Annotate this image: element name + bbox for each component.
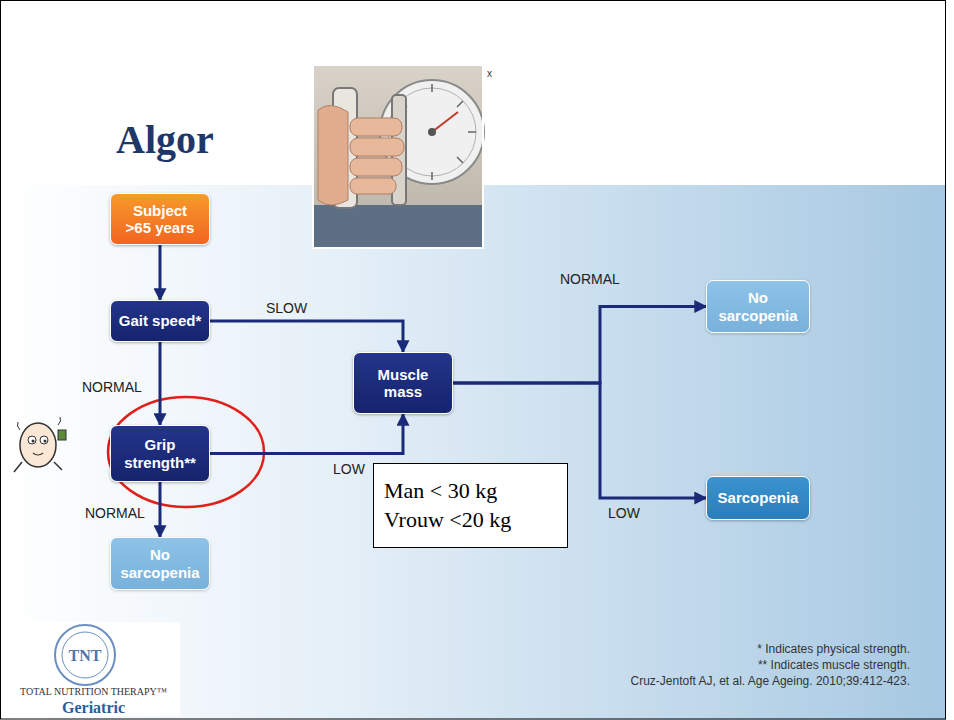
edge-label: NORMAL [82,380,142,395]
node-text: Subject >65 years [125,202,195,237]
node-text: Sarcopenia [718,489,799,506]
slide-title: Algor [116,120,214,160]
flow-arrow [210,414,403,454]
cartoon-figure [58,430,66,440]
flow-arrow [159,245,162,300]
edge-label: NORMAL [560,272,620,287]
flow-arrow [210,321,403,352]
dynamometer-photo [350,118,402,136]
logo-text: Geriatric [62,699,125,717]
logo-text: TOTAL NUTRITION THERAPY™ [20,686,167,697]
dynamometer-photo [313,65,483,248]
logo [15,622,180,716]
dynamometer-photo [313,65,484,248]
edge-label: LOW [333,462,365,477]
dynamometer-photo [313,65,483,248]
node-text: No sarcopenia [119,546,201,581]
dynamometer-photo [313,205,483,248]
dynamometer-photo [350,138,404,156]
logo [55,625,115,685]
process-box: Grip strength** [110,425,210,482]
dynamometer-photo [318,105,348,205]
footnote: ** Indicates muscle strength. [758,659,910,672]
cartoon-figure [28,436,36,444]
dynamometer-photo [432,112,458,132]
cartoon-figure [14,417,66,472]
flow-arrow [159,342,162,425]
outcome-box: No sarcopenia [706,280,810,333]
logo [15,622,180,716]
node-text: No sarcopenia [715,289,801,324]
cartoon-figure [17,417,60,430]
flow-arrow [453,307,706,384]
footnote: * Indicates physical strength. [757,643,910,656]
dynamometer-photo [350,178,396,194]
background-band [0,185,946,720]
cartoon-figure [20,423,56,467]
logo [62,632,108,678]
flow-arrow [159,482,162,537]
note-box: Man < 30 kgVrouw <20 kg [373,463,568,548]
edge-label: SLOW [266,301,307,316]
node-text: Grip strength** [119,436,201,471]
close-mark: x [487,68,492,79]
dynamometer-photo [428,128,436,136]
citation: Cruz-Jentoft AJ, et al. Age Ageing. 2010… [630,675,910,688]
cartoon-figure [40,436,48,444]
cartoon-figure [33,453,43,455]
cartoon-figure [14,462,62,472]
outcome-box: Sarcopenia [706,476,810,520]
node-text: Muscle mass [362,366,444,401]
start-box: Subject >65 years [110,193,210,245]
edge-label: LOW [608,506,640,521]
node-text: Vrouw <20 kg [384,506,511,535]
edge-label: NORMAL [85,506,145,521]
outcome-box: No sarcopenia [110,537,210,590]
logo-text: TNT [62,647,108,665]
process-box: Muscle mass [353,352,453,414]
cartoon-figure [44,440,47,443]
node-text: Gait speed* [119,312,202,329]
dynamometer-photo [350,158,402,176]
node-text: Man < 30 kg [384,477,497,506]
cartoon-figure [32,440,35,443]
process-box: Gait speed* [110,300,210,342]
